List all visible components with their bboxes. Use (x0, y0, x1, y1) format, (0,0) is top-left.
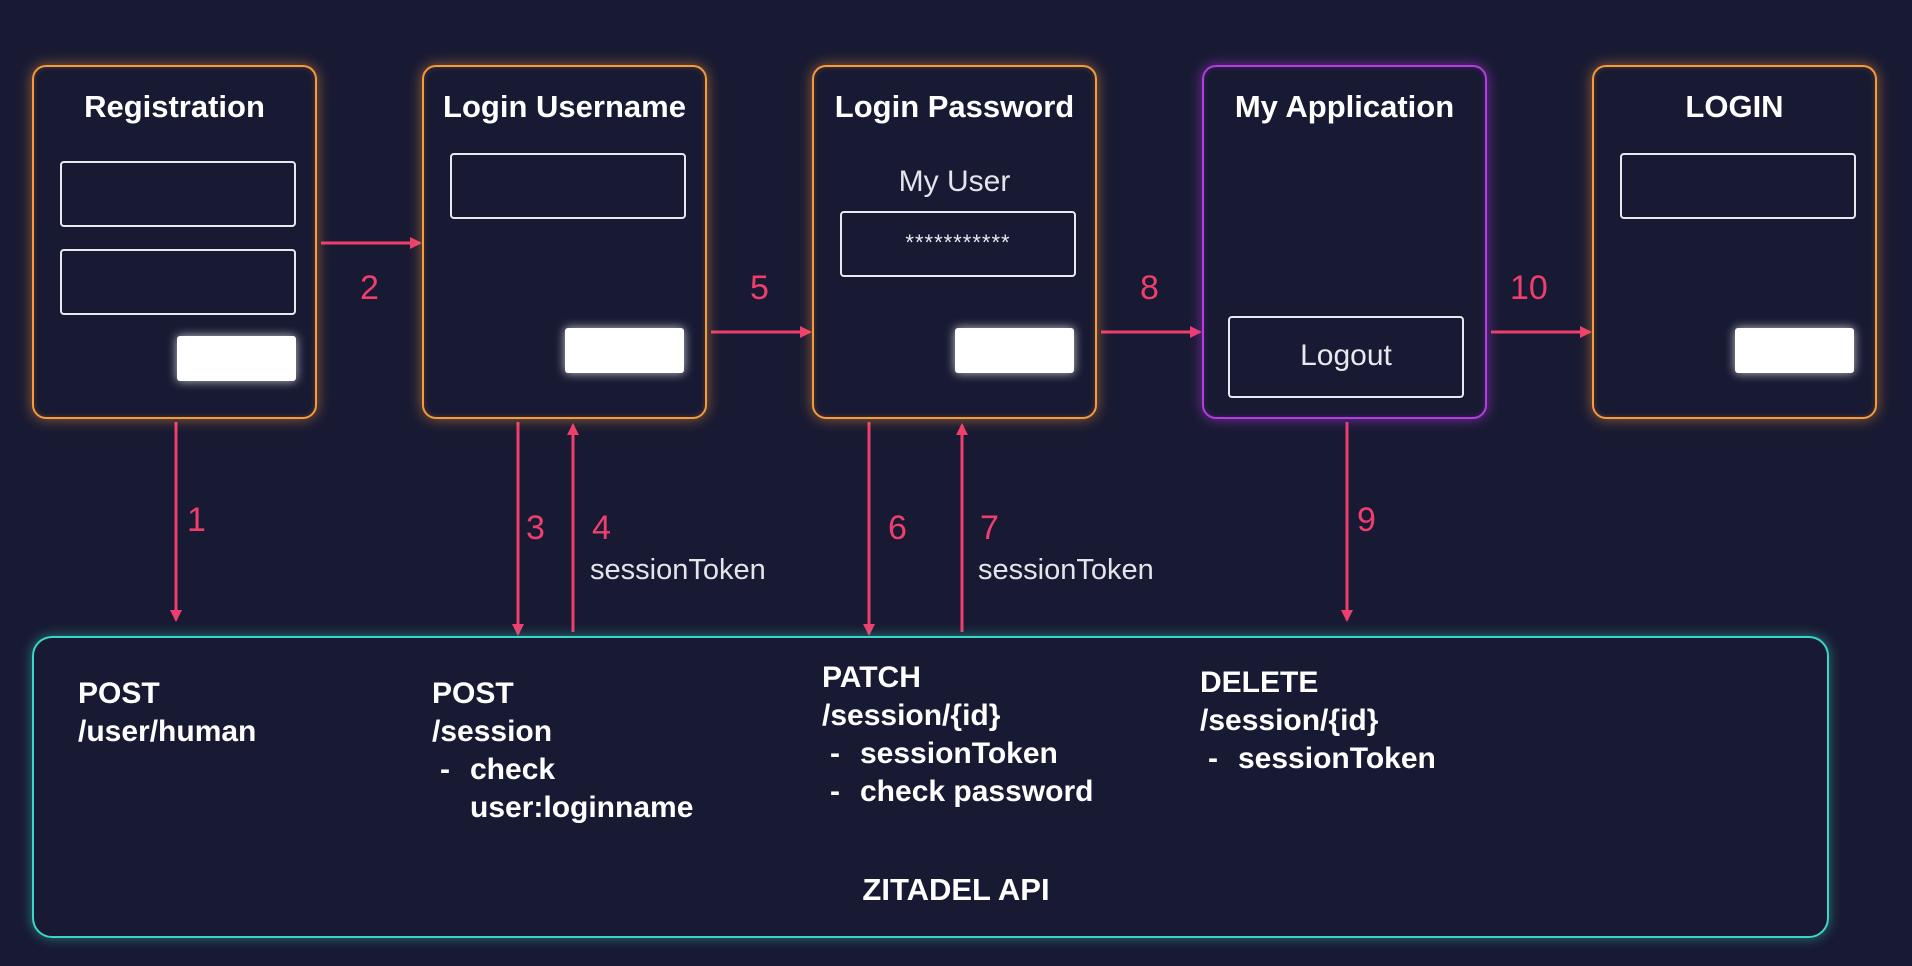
my-application-screen: My Application Logout (1202, 65, 1487, 419)
login-username-screen: Login Username (422, 65, 707, 419)
login-title: LOGIN (1685, 89, 1784, 124)
registration-title: Registration (84, 89, 265, 124)
my-application-title: My Application (1234, 89, 1455, 124)
endpoint-create-user: POST /user/human (78, 675, 256, 751)
login-submit-button[interactable] (1735, 328, 1854, 373)
session-token-label-step-7: sessionToken (978, 554, 1154, 586)
registration-submit-button[interactable] (177, 336, 296, 381)
endpoint-list-item: -check user:loginname (432, 751, 693, 827)
step-label-2: 2 (360, 269, 379, 307)
endpoint-path: /session/{id} (1200, 704, 1379, 737)
step-label-6: 6 (888, 509, 907, 547)
login-username-next-button[interactable] (565, 328, 684, 373)
endpoint-list-item: -sessionToken (1208, 742, 1436, 775)
registration-field-1[interactable] (60, 161, 296, 227)
login-password-submit-button[interactable] (955, 328, 1074, 373)
endpoint-item-text: sessionToken (1238, 742, 1436, 775)
password-field[interactable]: *********** (840, 211, 1076, 277)
endpoint-path: /session/{id} (822, 699, 1001, 732)
registration-field-2[interactable] (60, 249, 296, 315)
logout-button[interactable]: Logout (1228, 316, 1464, 398)
endpoint-list-item: -check password (830, 775, 1094, 808)
login-screen: LOGIN (1592, 65, 1877, 419)
zitadel-api-box (32, 636, 1829, 938)
endpoint-method: PATCH (822, 661, 921, 694)
step-label-9: 9 (1357, 501, 1376, 539)
endpoint-method: POST (78, 677, 160, 710)
endpoint-item-text: check (470, 753, 556, 786)
step-label-3: 3 (526, 509, 545, 547)
endpoint-create-session: POST /session -check user:loginname (432, 675, 693, 827)
session-token-label-step-4: sessionToken (590, 554, 766, 586)
endpoint-list-item: -sessionToken (830, 737, 1058, 770)
step-label-1: 1 (187, 501, 206, 539)
login-field[interactable] (1620, 153, 1856, 219)
endpoint-update-session: PATCH /session/{id} -sessionToken -check… (822, 659, 1093, 811)
endpoint-item-text: user:loginname (470, 791, 694, 824)
endpoint-path: /session (432, 715, 553, 748)
endpoint-delete-session: DELETE /session/{id} -sessionToken (1200, 664, 1436, 778)
endpoint-item-text: check password (860, 775, 1094, 808)
endpoint-method: POST (432, 677, 514, 710)
endpoint-path: /user/human (78, 715, 257, 748)
step-label-5: 5 (750, 269, 769, 307)
step-label-10: 10 (1510, 269, 1548, 307)
endpoint-method: DELETE (1200, 666, 1319, 699)
login-password-user-label: My User (898, 165, 1011, 198)
username-field[interactable] (450, 153, 686, 219)
login-password-screen: Login Password My User *********** (812, 65, 1097, 419)
step-label-4: 4 (592, 509, 611, 547)
api-title: ZITADEL API (862, 872, 1050, 907)
step-label-7: 7 (980, 509, 999, 547)
login-password-title: Login Password (834, 89, 1075, 124)
login-username-title: Login Username (443, 89, 686, 124)
endpoint-item-text: sessionToken (860, 737, 1058, 770)
step-label-8: 8 (1140, 269, 1159, 307)
registration-screen: Registration (32, 65, 317, 419)
